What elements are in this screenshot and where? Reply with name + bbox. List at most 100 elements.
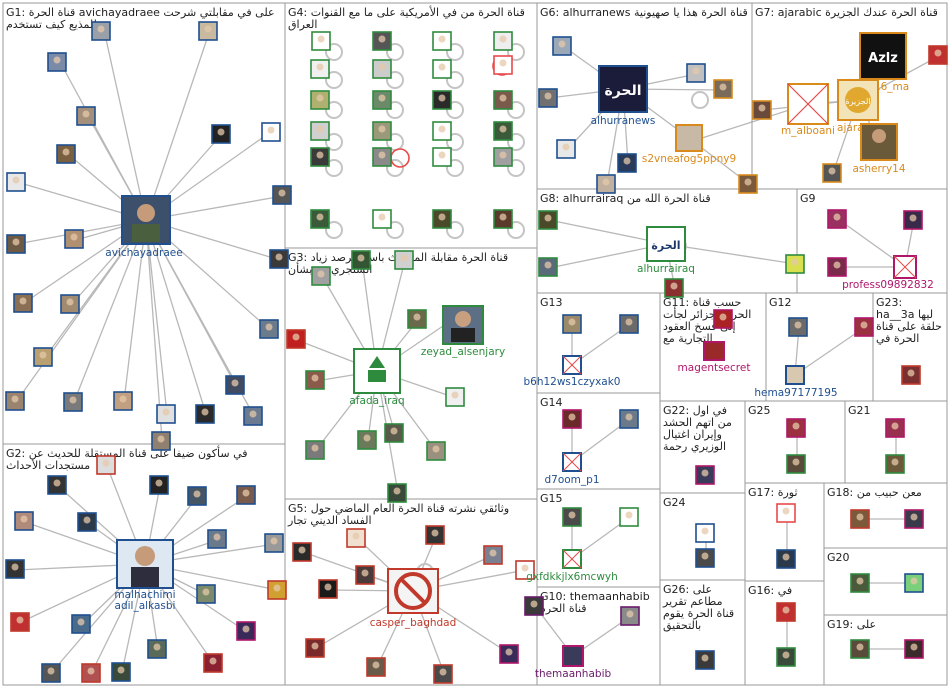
hub-avichayadraee[interactable]: avichayadraee <box>105 195 183 259</box>
user-avatar-node[interactable] <box>372 121 392 141</box>
hub-alhurrairaq[interactable]: الحرة alhurrairaq <box>637 226 695 275</box>
user-avatar-node[interactable] <box>445 387 465 407</box>
user-avatar-node[interactable] <box>77 512 97 532</box>
user-avatar-node[interactable] <box>904 509 924 529</box>
user-avatar-node[interactable] <box>524 596 544 616</box>
user-avatar-node[interactable] <box>432 121 452 141</box>
user-avatar-node[interactable] <box>885 454 905 474</box>
user-avatar-node[interactable] <box>357 430 377 450</box>
user-avatar-node[interactable] <box>776 602 796 622</box>
user-avatar-node[interactable] <box>493 31 513 51</box>
user-avatar-node[interactable] <box>904 639 924 659</box>
user-avatar-node[interactable] <box>14 511 34 531</box>
hub-d7oom-p1[interactable]: d7oom_p1 <box>544 452 600 486</box>
user-avatar-node[interactable] <box>695 523 715 543</box>
user-avatar-node[interactable] <box>5 391 25 411</box>
user-avatar-node[interactable] <box>264 533 284 553</box>
user-avatar-node[interactable] <box>96 455 116 475</box>
user-avatar-node[interactable] <box>483 545 503 565</box>
user-avatar-node[interactable] <box>372 90 392 110</box>
user-avatar-node[interactable] <box>269 249 289 269</box>
user-avatar-node[interactable] <box>432 90 452 110</box>
user-avatar-node[interactable] <box>111 662 131 682</box>
user-avatar-node[interactable] <box>752 100 772 120</box>
user-avatar-node[interactable] <box>147 639 167 659</box>
user-avatar-node[interactable] <box>387 483 407 503</box>
user-avatar-node[interactable] <box>538 257 558 277</box>
user-avatar-node[interactable] <box>13 293 33 313</box>
user-avatar-node[interactable] <box>81 663 101 683</box>
user-avatar-node[interactable] <box>785 254 805 274</box>
user-avatar-node[interactable] <box>538 210 558 230</box>
hub-themaanhabib[interactable]: themaanhabib <box>535 645 612 680</box>
user-avatar-node[interactable] <box>272 185 292 205</box>
user-avatar-node[interactable] <box>311 31 331 51</box>
user-avatar-node[interactable] <box>713 79 733 99</box>
user-avatar-node[interactable] <box>372 147 392 167</box>
user-avatar-node[interactable] <box>776 647 796 667</box>
user-avatar-node[interactable] <box>151 431 171 451</box>
user-avatar-node[interactable] <box>850 573 870 593</box>
user-avatar-node[interactable] <box>10 612 30 632</box>
user-avatar-node[interactable] <box>195 404 215 424</box>
user-avatar-node[interactable] <box>305 440 325 460</box>
user-avatar-node[interactable] <box>850 509 870 529</box>
hub-b6h12ws1czyxak0[interactable]: b6h12ws1czyxak0 <box>523 355 621 388</box>
user-avatar-node[interactable] <box>64 229 84 249</box>
user-avatar-node[interactable] <box>433 664 453 684</box>
user-avatar-node[interactable] <box>617 153 637 173</box>
user-avatar-node[interactable] <box>928 45 948 65</box>
user-avatar-node[interactable] <box>33 347 53 367</box>
hub-zeyad-alsenjary[interactable]: zeyad_alsenjary <box>421 305 505 358</box>
user-avatar-node[interactable] <box>786 454 806 474</box>
user-avatar-node[interactable] <box>854 317 874 337</box>
user-avatar-node[interactable] <box>850 639 870 659</box>
user-avatar-node[interactable] <box>713 309 733 329</box>
user-avatar-node[interactable] <box>901 365 921 385</box>
user-avatar-node[interactable] <box>113 391 133 411</box>
user-avatar-node[interactable] <box>407 309 427 329</box>
user-avatar-node[interactable] <box>286 329 306 349</box>
user-avatar-node[interactable] <box>41 663 61 683</box>
user-avatar-node[interactable] <box>776 549 796 569</box>
user-avatar-node[interactable] <box>493 147 513 167</box>
user-avatar-node[interactable] <box>5 559 25 579</box>
user-avatar-node[interactable] <box>76 106 96 126</box>
user-avatar-node[interactable] <box>261 122 281 142</box>
user-avatar-node[interactable] <box>904 573 924 593</box>
user-avatar-node[interactable] <box>738 174 758 194</box>
user-avatar-node[interactable] <box>207 529 227 549</box>
user-avatar-node[interactable] <box>196 584 216 604</box>
user-avatar-node[interactable] <box>620 606 640 626</box>
user-avatar-node[interactable] <box>292 542 312 562</box>
hub-magentsecret[interactable]: magentsecret <box>678 341 751 374</box>
hub-casper-baghdad[interactable]: casper_baghdad <box>370 568 457 629</box>
user-avatar-node[interactable] <box>71 614 91 634</box>
user-avatar-node[interactable] <box>786 418 806 438</box>
user-avatar-node[interactable] <box>822 163 842 183</box>
user-avatar-node[interactable] <box>56 144 76 164</box>
user-avatar-node[interactable] <box>562 507 582 527</box>
hub-ajarabic[interactable]: الجزيرة ajarabic <box>837 79 879 134</box>
user-avatar-node[interactable] <box>225 375 245 395</box>
user-avatar-node[interactable] <box>664 278 684 298</box>
user-avatar-node[interactable] <box>310 147 330 167</box>
user-avatar-node[interactable] <box>596 174 616 194</box>
user-avatar-node[interactable] <box>310 209 330 229</box>
user-avatar-node[interactable] <box>827 257 847 277</box>
user-avatar-node[interactable] <box>259 319 279 339</box>
user-avatar-node[interactable] <box>885 418 905 438</box>
user-avatar-node[interactable] <box>187 486 207 506</box>
user-avatar-node[interactable] <box>432 59 452 79</box>
user-avatar-node[interactable] <box>619 507 639 527</box>
user-avatar-node[interactable] <box>236 621 256 641</box>
user-avatar-node[interactable] <box>394 250 414 270</box>
user-avatar-node[interactable] <box>47 475 67 495</box>
user-avatar-node[interactable] <box>426 441 446 461</box>
user-avatar-node[interactable] <box>6 234 26 254</box>
user-avatar-node[interactable] <box>243 406 263 426</box>
user-avatar-node[interactable] <box>91 21 111 41</box>
user-avatar-node[interactable] <box>267 580 287 600</box>
hub-hema97177195[interactable]: hema97177195 <box>754 365 838 399</box>
user-avatar-node[interactable] <box>311 266 331 286</box>
